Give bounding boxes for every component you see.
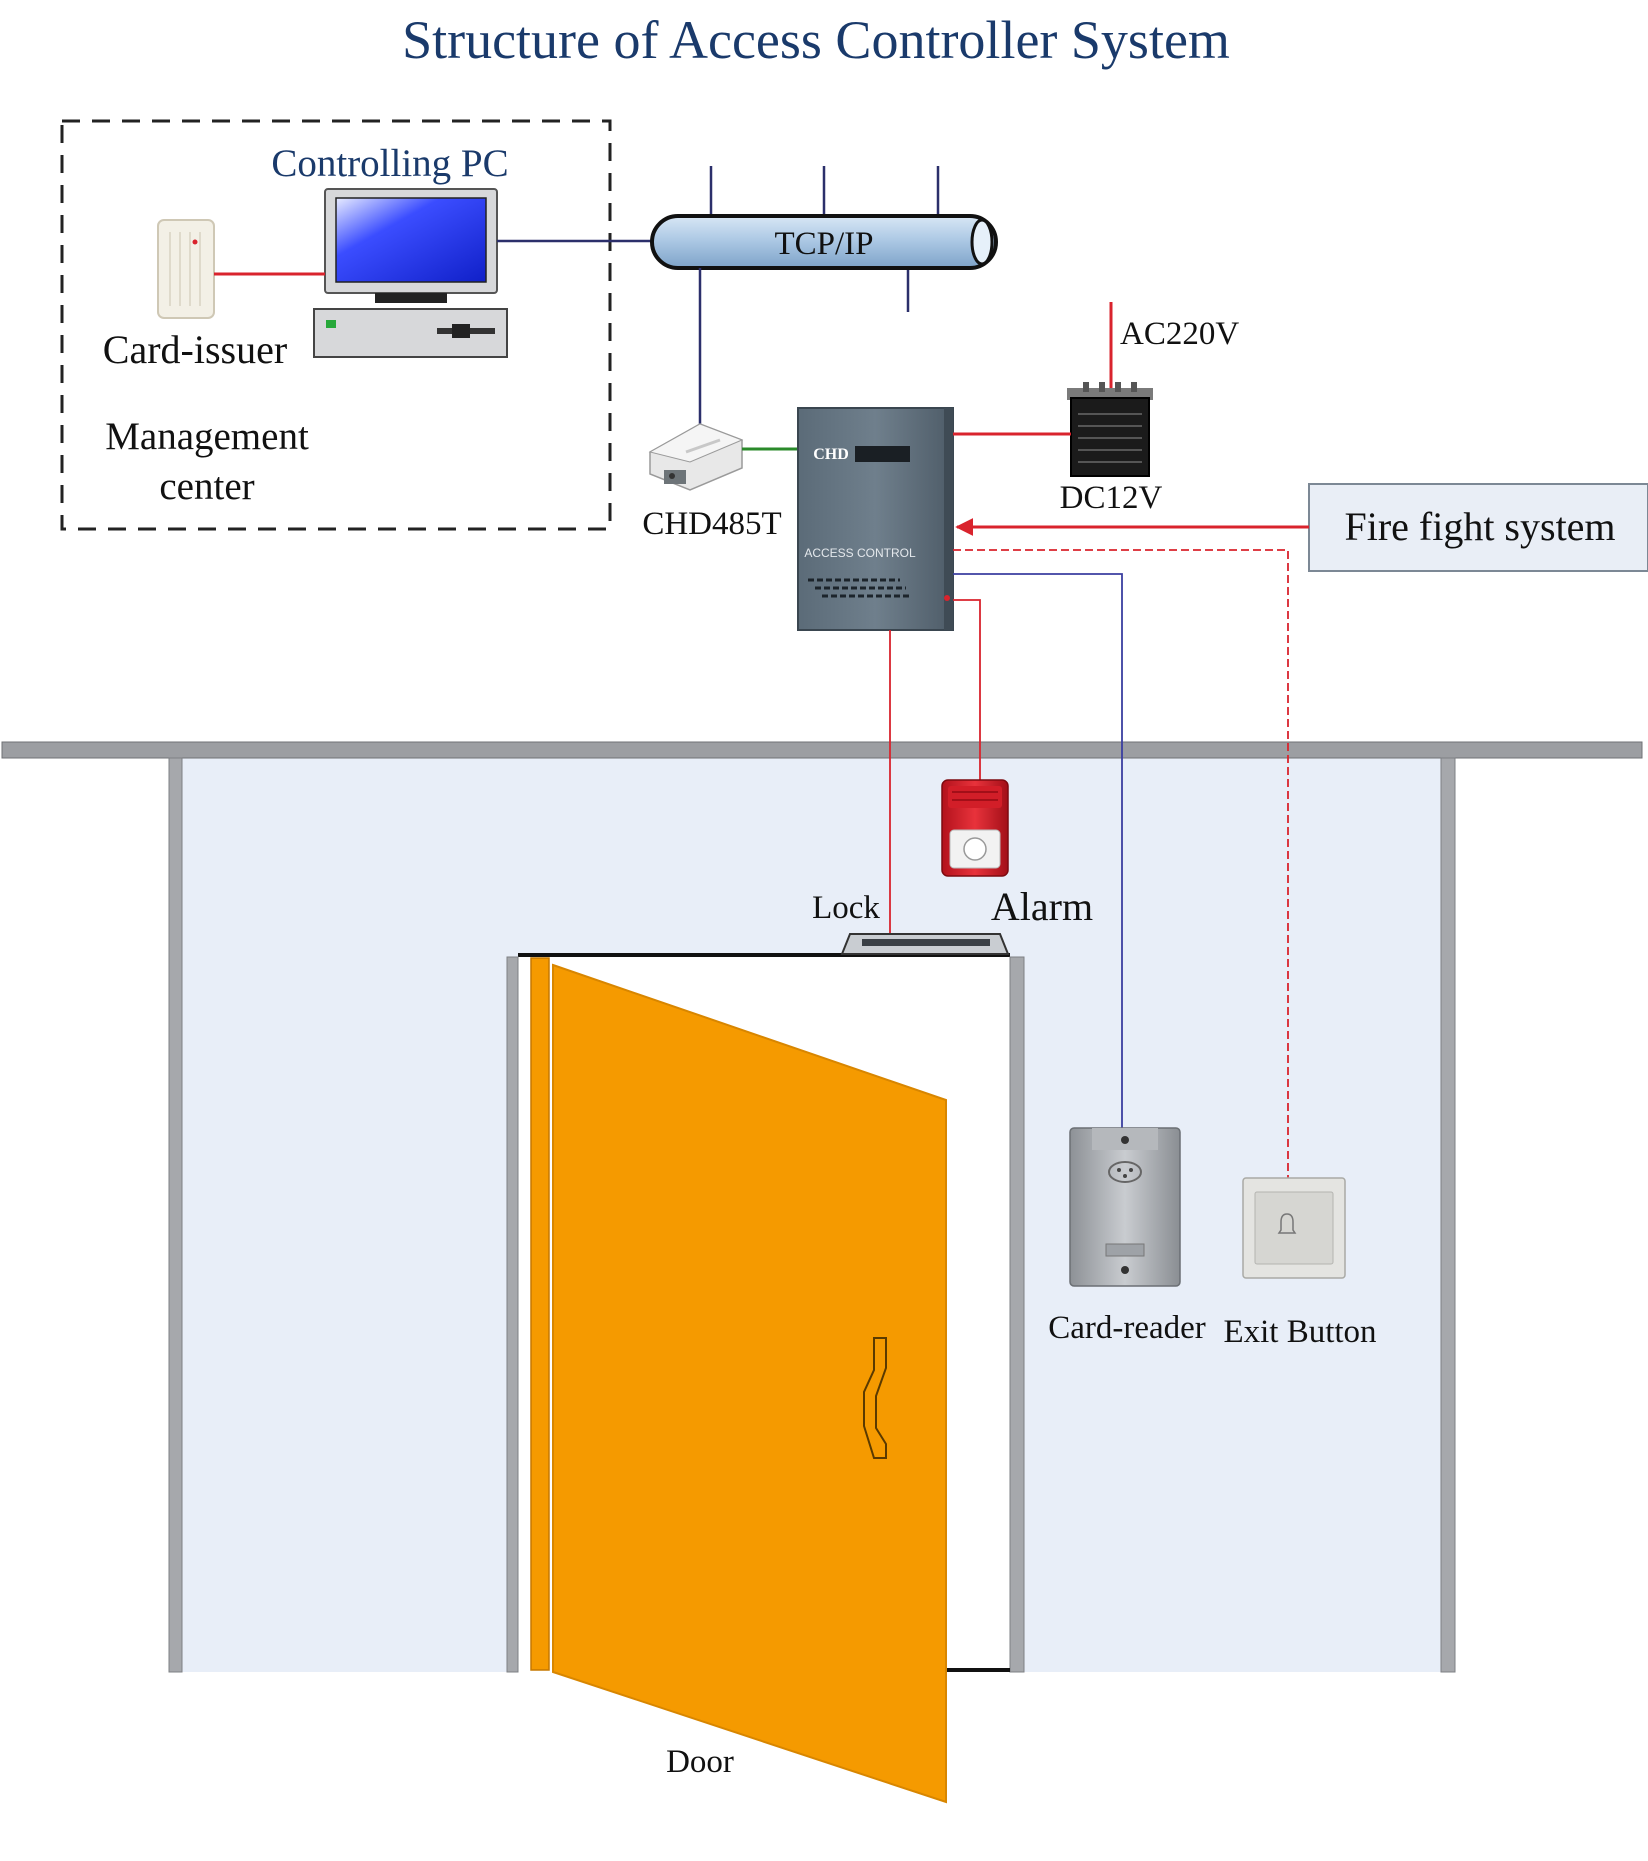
diagram-title: Structure of Access Controller System (402, 10, 1230, 70)
door-label: Door (666, 1744, 734, 1780)
door-frame-right (1009, 956, 1025, 1673)
lock-label: Lock (812, 890, 880, 926)
alarm-icon (941, 779, 1009, 877)
door-leaf (530, 957, 947, 1804)
controller-to-alarm-wire (953, 599, 981, 780)
fire-fight-box (1308, 483, 1648, 572)
door-handle-icon (863, 1337, 887, 1459)
exit-button-icon (1242, 1177, 1346, 1279)
controller-to-card-reader-wire (953, 573, 1123, 1128)
access-controller-icon: CHD ACCESS CONTROL (797, 407, 954, 631)
left-pillar (168, 757, 183, 1673)
fire-fight-label: Fire fight system (1344, 504, 1615, 549)
network-pipe (650, 214, 998, 270)
dc12v-label: DC12V (1060, 480, 1163, 516)
card-issuer-icon (157, 219, 215, 319)
door-frame-left (506, 956, 519, 1673)
management-center-label-line1: Management (105, 415, 309, 458)
controlling-pc-label: Controlling PC (271, 142, 508, 185)
management-center: Controlling PC Card-issuer Management ce… (60, 119, 612, 531)
controller-panel-text: ACCESS CONTROL (804, 546, 916, 560)
ac220v-label: AC220V (1120, 316, 1239, 352)
ceiling-beam (1, 741, 1643, 759)
controller-brand: CHD (813, 446, 849, 463)
management-center-label-line2: center (159, 465, 254, 508)
controller-to-exit-button-wire (953, 549, 1289, 1178)
tcpip-label: TCP/IP (774, 226, 873, 262)
card-reader-icon (1069, 1127, 1181, 1287)
card-reader-label: Card-reader (1048, 1310, 1206, 1346)
lock-icon (840, 933, 1010, 955)
right-pillar (1440, 757, 1456, 1673)
card-issuer-label: Card-issuer (103, 327, 287, 372)
alarm-label: Alarm (991, 884, 1093, 929)
tcpip-network: TCP/IP (650, 166, 998, 312)
management-boundary (60, 119, 612, 531)
computer-icon (313, 188, 508, 358)
converter-label: CHD485T (642, 506, 781, 542)
power-supply-icon (1067, 382, 1153, 477)
converter-icon (648, 423, 744, 491)
exit-button-label: Exit Button (1223, 1314, 1376, 1350)
